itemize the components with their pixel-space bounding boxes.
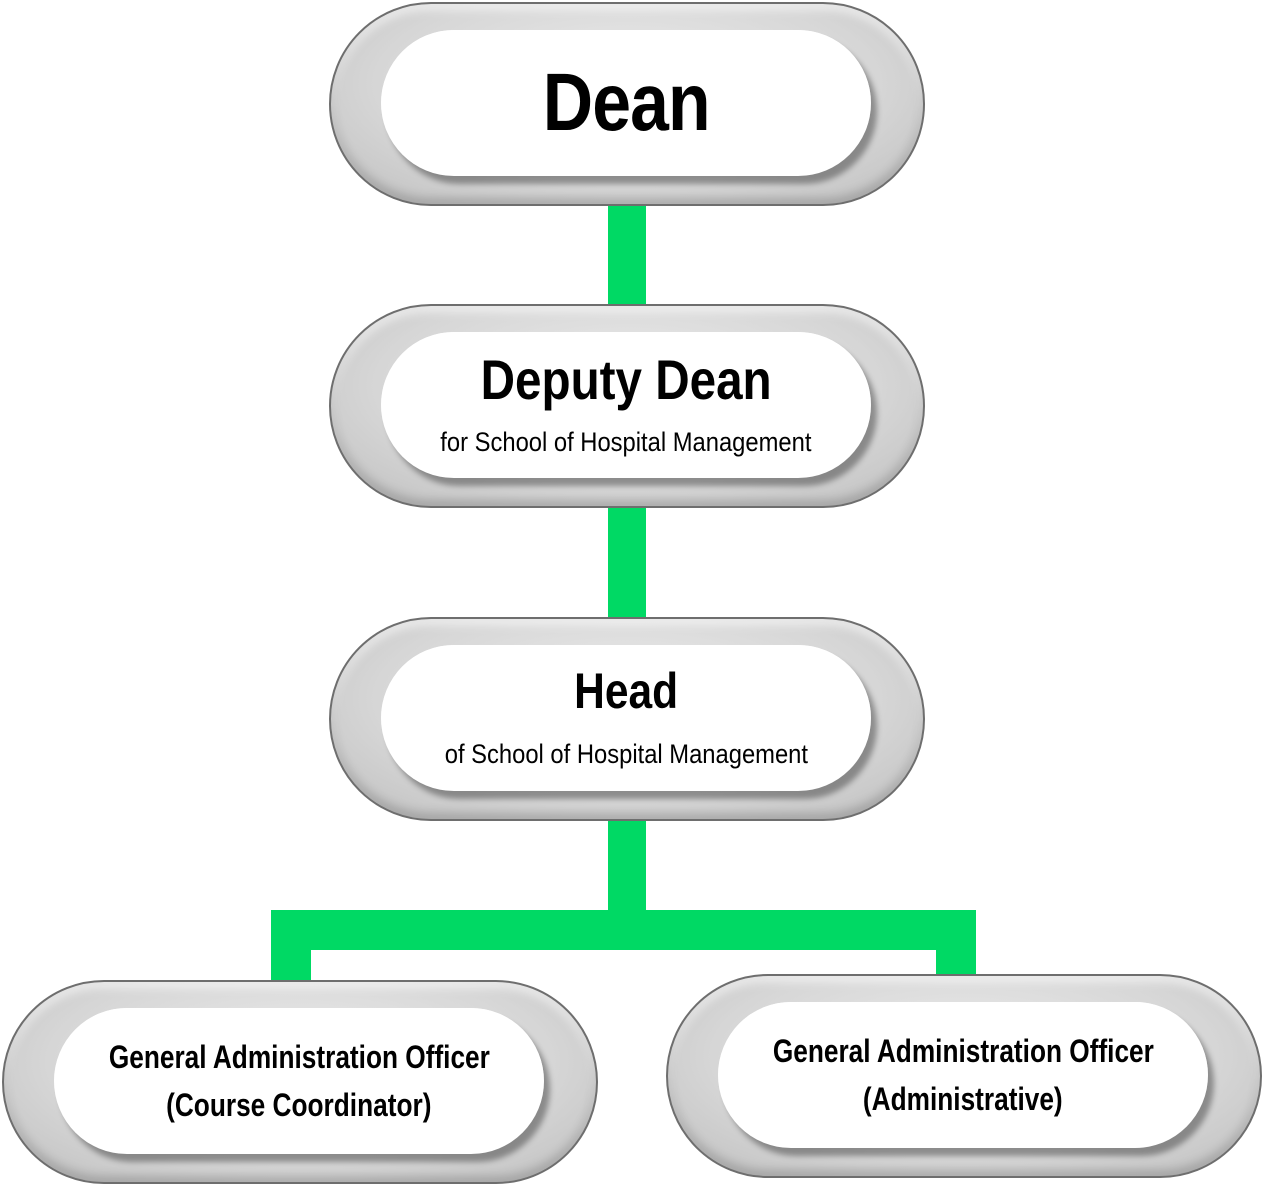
officer-administrative-line1: General Administration Officer xyxy=(772,1033,1154,1069)
connector-deputy-head xyxy=(608,500,646,625)
deputy-dean-node: Deputy Dean for School of Hospital Manag… xyxy=(329,304,925,508)
head-title: Head xyxy=(574,662,678,719)
dean-node-inner: Dean xyxy=(381,30,871,176)
head-node: Head of School of Hospital Management xyxy=(329,617,925,821)
officer-course-coordinator-line2: (Course Coordinator) xyxy=(166,1087,432,1123)
connector-dean-deputy xyxy=(608,200,646,310)
connector-right-drop xyxy=(936,910,976,982)
dean-node: Dean xyxy=(329,2,925,206)
deputy-dean-node-inner: Deputy Dean for School of Hospital Manag… xyxy=(381,332,871,478)
head-subtitle: of School of Hospital Management xyxy=(444,738,808,769)
officer-course-coordinator-node: General Administration Officer (Course C… xyxy=(2,980,598,1184)
officer-administrative-line2: (Administrative) xyxy=(863,1081,1063,1117)
officer-administrative-node-inner: General Administration Officer (Administ… xyxy=(718,1002,1208,1148)
head-node-inner: Head of School of Hospital Management xyxy=(381,645,871,791)
connector-horizontal-bar xyxy=(271,910,976,950)
dean-title: Dean xyxy=(542,57,710,148)
deputy-dean-title: Deputy Dean xyxy=(480,347,772,411)
officer-course-coordinator-node-inner: General Administration Officer (Course C… xyxy=(54,1008,544,1154)
connector-left-drop xyxy=(271,910,311,988)
officer-administrative-node: General Administration Officer (Administ… xyxy=(666,974,1262,1178)
officer-course-coordinator-line1: General Administration Officer xyxy=(108,1039,490,1075)
deputy-dean-subtitle: for School of Hospital Management xyxy=(440,426,812,457)
